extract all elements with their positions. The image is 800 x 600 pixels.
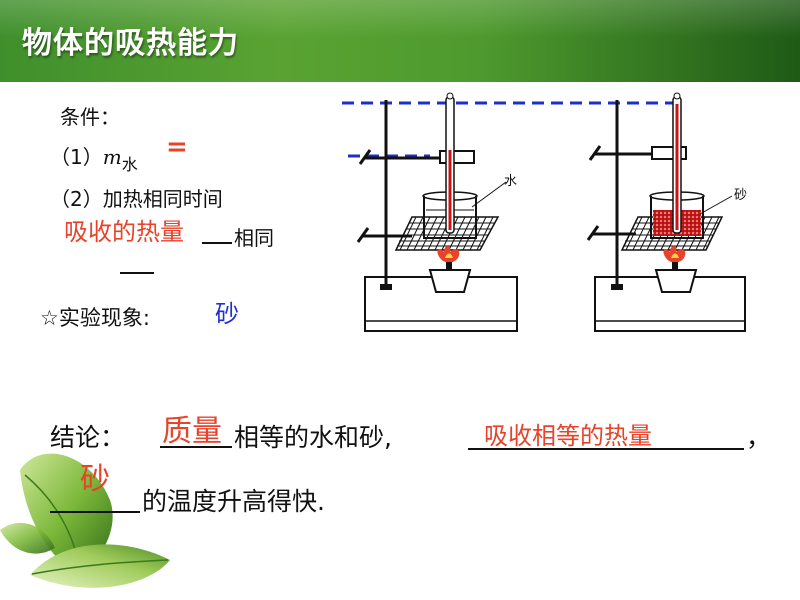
- diagram-label-water: 水: [504, 174, 518, 189]
- conditions-heading: 条件：: [60, 105, 120, 129]
- conclusion-comma: ，: [746, 423, 772, 452]
- condition-1: （1）m水: [50, 141, 138, 174]
- condition-3-extra-blank: [120, 272, 154, 274]
- leaf-back-icon: [20, 453, 113, 575]
- right-thermometer-liquid: [675, 104, 679, 230]
- condition-3-suffix: 相同: [234, 226, 274, 250]
- condition-2: （2）加热相同时间: [50, 187, 223, 211]
- title-bar-sheen: [0, 0, 800, 38]
- diagram-label-sand: 砂: [734, 188, 748, 203]
- title-bar: 物体的吸热能力: [0, 0, 800, 82]
- phenomenon-answer: 砂: [215, 300, 239, 328]
- right-beaker: [650, 196, 704, 239]
- left-lamp: [428, 269, 472, 293]
- star-icon: ☆: [40, 306, 59, 330]
- conclusion-blank-2: [468, 448, 744, 450]
- conclusion-answer-3: 砂: [80, 462, 110, 497]
- mass-variable: m: [102, 145, 122, 169]
- condition-1-answer: =: [166, 132, 188, 162]
- condition-3-answer: 吸收的热量: [64, 218, 184, 246]
- conclusion-prefix: 结论：: [50, 423, 126, 452]
- conclusion-answer-1: 质量: [162, 414, 222, 449]
- conclusion-blank-3: [50, 511, 140, 513]
- conclusion-answer-2: 吸收相等的热量: [484, 422, 652, 450]
- condition-1-prefix: （1）: [50, 145, 103, 169]
- left-apparatus: [356, 92, 518, 332]
- conclusion-blank-1: [160, 446, 232, 448]
- conclusion-middle: 相等的水和砂,: [234, 423, 392, 452]
- leaf-front-icon: [30, 544, 170, 588]
- condition-3-blank: [202, 242, 232, 244]
- phenomenon-label: 实验现象:: [58, 306, 150, 330]
- right-lamp: [654, 269, 698, 293]
- mass-subscript: 水: [121, 155, 138, 174]
- left-beaker: [423, 196, 477, 239]
- right-apparatus: [586, 92, 746, 332]
- left-thermometer-liquid: [448, 150, 452, 230]
- leaf-small-icon: [0, 522, 55, 554]
- slide-title: 物体的吸热能力: [22, 26, 239, 61]
- conclusion-suffix: 的温度升高得快.: [142, 487, 325, 516]
- phenomenon-line: ☆实验现象:: [40, 302, 150, 332]
